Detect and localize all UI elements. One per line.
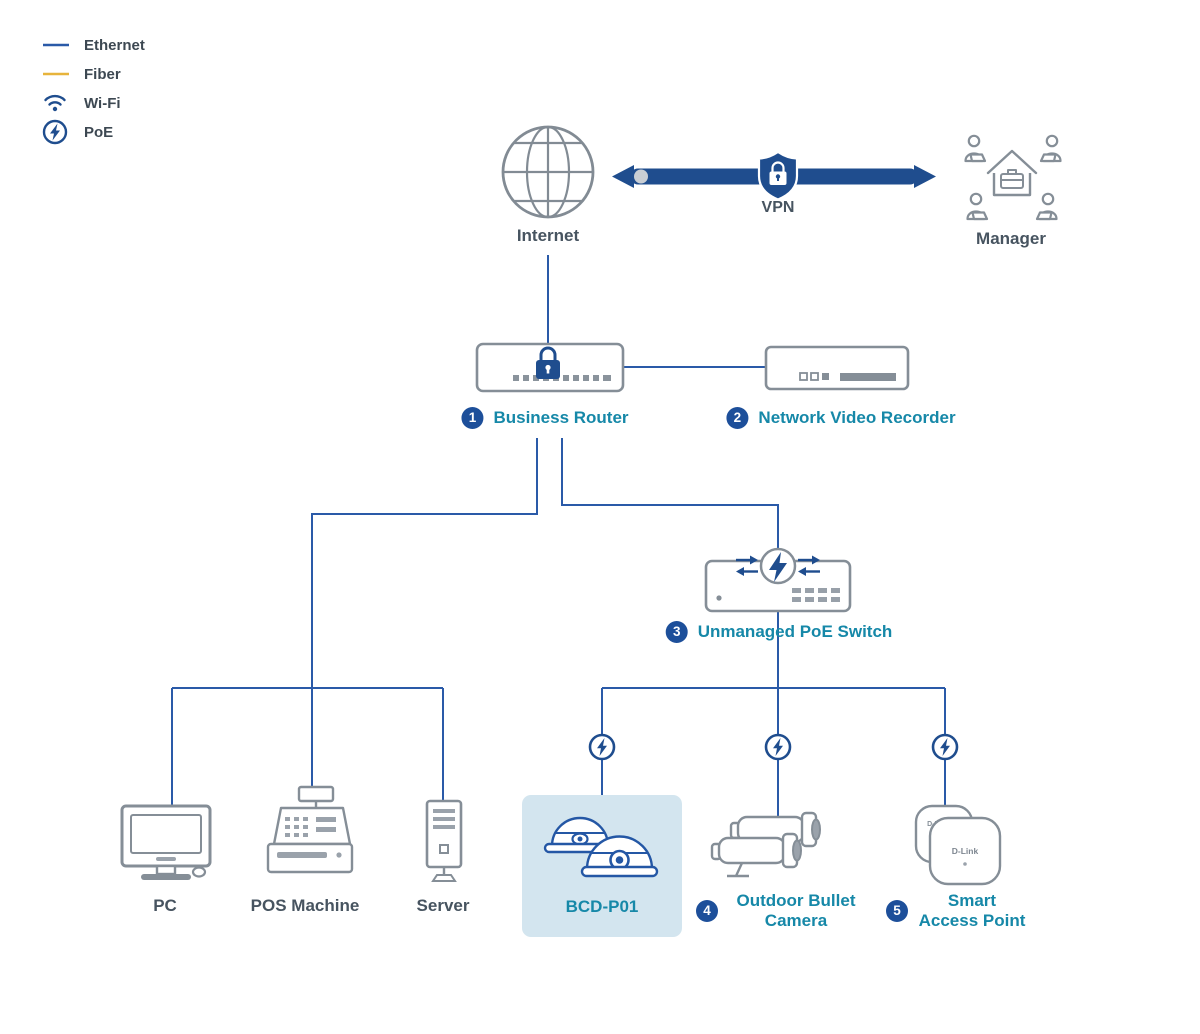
person-icon bbox=[1035, 192, 1058, 221]
person-icon bbox=[1039, 134, 1062, 163]
ap-logo-text: D-Link bbox=[952, 846, 979, 856]
poe-switch-icon bbox=[704, 547, 852, 613]
switch-label-row: 3 Unmanaged PoE Switch bbox=[665, 620, 893, 644]
bullet-label-line1: Outdoor Bullet bbox=[736, 891, 856, 910]
switch-number-badge: 3 bbox=[665, 621, 688, 643]
poe-icon bbox=[931, 733, 959, 761]
switch-label: Unmanaged PoE Switch bbox=[697, 622, 893, 641]
legend-label: Wi-Fi bbox=[84, 94, 121, 112]
legend-label: PoE bbox=[84, 123, 114, 141]
vpn-shield-lock-icon bbox=[757, 150, 799, 201]
vpn-tunnel bbox=[612, 150, 936, 201]
bullet-number-badge: 4 bbox=[696, 900, 718, 922]
access-point-icon: D-Link D-Link bbox=[914, 804, 1002, 886]
legend-item-fiber: Fiber bbox=[42, 63, 145, 85]
wifi-icon bbox=[42, 93, 74, 113]
router-label: Business Router bbox=[493, 408, 629, 427]
poe-icon bbox=[42, 119, 74, 145]
nvr-label-row: 2 Network Video Recorder bbox=[726, 406, 956, 430]
switch-poe-bolt-icon bbox=[759, 547, 797, 585]
pos-machine-icon bbox=[266, 785, 354, 874]
poe-icon bbox=[764, 733, 792, 761]
server-label: Server bbox=[416, 896, 470, 915]
pos-buttons bbox=[285, 817, 336, 837]
poe-icon bbox=[588, 733, 616, 761]
legend-label: Fiber bbox=[84, 65, 121, 83]
switch-transfer-arrows bbox=[736, 555, 820, 576]
pc-icon bbox=[120, 804, 212, 880]
internet-label: Internet bbox=[516, 226, 580, 245]
nvr-label: Network Video Recorder bbox=[758, 408, 956, 427]
fiber-line-icon bbox=[42, 71, 74, 77]
business-router-icon bbox=[475, 342, 625, 393]
nvr-number-badge: 2 bbox=[726, 407, 749, 429]
legend-item-ethernet: Ethernet bbox=[42, 34, 145, 56]
bcd-dome-camera-icon bbox=[543, 816, 659, 878]
bullet-camera-icon bbox=[710, 811, 821, 878]
legend-item-wifi: Wi-Fi bbox=[42, 92, 145, 114]
ap-label-line2: Access Point bbox=[918, 911, 1026, 930]
bcd-label: BCD-P01 bbox=[565, 897, 639, 916]
legend: Ethernet Fiber Wi-Fi bbox=[42, 34, 145, 145]
poe-markers bbox=[588, 733, 959, 761]
ethernet-line-icon bbox=[42, 42, 74, 48]
ap-label-line1: Smart bbox=[947, 891, 997, 910]
legend-item-poe: PoE bbox=[42, 119, 145, 145]
person-icon bbox=[966, 192, 989, 221]
manager-icon bbox=[964, 134, 1062, 221]
person-icon bbox=[964, 134, 987, 163]
nvr-icon bbox=[764, 345, 910, 391]
router-number-badge: 1 bbox=[461, 407, 484, 429]
lock-icon bbox=[536, 346, 560, 379]
server-icon bbox=[425, 799, 463, 882]
bullet-label-line2: Camera bbox=[764, 911, 828, 930]
manager-label: Manager bbox=[976, 229, 1046, 248]
ap-number-badge: 5 bbox=[886, 900, 908, 922]
pos-label: POS Machine bbox=[250, 896, 360, 915]
pc-label: PC bbox=[153, 896, 177, 915]
router-label-row: 1 Business Router bbox=[461, 406, 629, 430]
office-house-icon bbox=[986, 149, 1038, 197]
internet-globe-icon bbox=[501, 125, 595, 219]
legend-label: Ethernet bbox=[84, 36, 145, 54]
vpn-label: VPN bbox=[761, 199, 795, 216]
switch-ports bbox=[792, 588, 840, 602]
bullet-label: Outdoor Bullet Camera bbox=[737, 891, 856, 931]
ethernet-connections bbox=[171, 255, 946, 820]
vpn-endpoint-dot bbox=[634, 169, 648, 184]
ap-label: Smart Access Point bbox=[919, 891, 1026, 931]
